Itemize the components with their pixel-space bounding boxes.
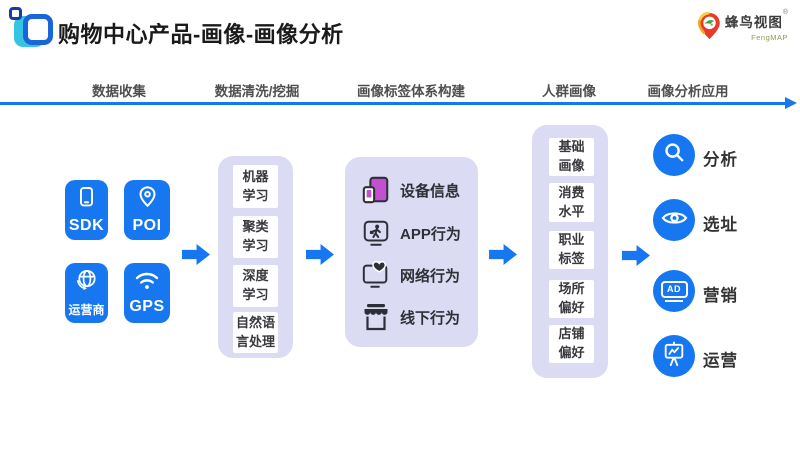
app-analysis <box>653 134 695 176</box>
profile-item: 店铺 偏好 <box>549 325 594 363</box>
tag-label: APP行为 <box>400 225 461 243</box>
logo-small-square <box>9 7 22 20</box>
timeline-arrowhead-icon <box>785 97 797 109</box>
phone-icon <box>77 186 96 214</box>
profile-item: 基础 画像 <box>549 138 594 176</box>
app-site-selection <box>653 199 695 241</box>
app-label: 营销 <box>703 287 738 305</box>
tag-label: 线下行为 <box>400 309 461 327</box>
tag-label: 设备信息 <box>400 182 461 200</box>
tag-item-offline: 线下行为 <box>361 301 460 333</box>
easel-chart-icon <box>662 341 686 372</box>
stage-data-cleaning: 数据清洗/挖掘 <box>214 84 300 99</box>
cleaning-item: 自然语 言处理 <box>233 312 278 353</box>
flow-arrow-icon <box>489 244 517 265</box>
ad-billboard-icon: AD <box>660 280 688 302</box>
tile-label: 运营商 <box>68 303 105 317</box>
stage-tag-system: 画像标签体系构建 <box>357 84 465 99</box>
app-label: 分析 <box>703 151 738 169</box>
stage-crowd-profile: 人群画像 <box>542 84 596 99</box>
cleaning-item: 深度 学习 <box>233 265 278 307</box>
tile-sdk: SDK <box>65 180 108 240</box>
ad-stand <box>665 299 683 302</box>
tile-gps: GPS <box>124 263 170 323</box>
tile-label: GPS <box>129 298 165 315</box>
ad-badge-text: AD <box>660 280 688 298</box>
panel-data-cleaning: 机器 学习 聚类 学习 深度 学习 自然语 言处理 <box>218 156 293 358</box>
profile-item: 职业 标签 <box>549 231 594 269</box>
app-label: 选址 <box>703 216 738 234</box>
stage-analysis-apps: 画像分析应用 <box>647 84 729 99</box>
brand-logo: 蜂鸟视图® FengMAP <box>697 9 788 46</box>
app-label: 运营 <box>703 352 738 370</box>
brand-name: 蜂鸟视图 <box>724 15 783 30</box>
timeline-arrow <box>0 102 787 105</box>
globe-icon <box>74 268 99 298</box>
page-title: 购物中心产品-画像-画像分析 <box>58 22 344 47</box>
flow-arrow-icon <box>306 244 334 265</box>
app-logo-icon <box>6 5 54 51</box>
tile-poi: POI <box>124 180 170 240</box>
app-marketing: AD <box>653 270 695 312</box>
panel-tag-system: 设备信息 APP行为 <box>345 157 478 347</box>
flow-arrow-icon <box>182 244 210 265</box>
magnifier-icon <box>662 140 687 170</box>
brand-registered-mark: ® <box>782 9 788 16</box>
flow-arrow-icon <box>622 245 650 266</box>
profile-item: 场所 偏好 <box>549 280 594 318</box>
wifi-icon <box>134 270 160 295</box>
tile-label: SDK <box>68 216 105 234</box>
stage-data-collection: 数据收集 <box>92 84 146 99</box>
map-pin-icon <box>137 185 158 214</box>
tag-item-device: 设备信息 <box>361 174 460 206</box>
logo-blue-square <box>23 14 53 45</box>
tag-label: 网络行为 <box>400 267 461 285</box>
app-behavior-icon <box>361 217 391 249</box>
panel-crowd-profile: 基础 画像 消费 水平 职业 标签 场所 偏好 店铺 偏好 <box>532 125 608 378</box>
tag-item-app: APP行为 <box>361 217 461 249</box>
eye-icon <box>661 209 688 232</box>
profile-item: 消费 水平 <box>549 183 594 222</box>
tile-label: POI <box>132 217 162 234</box>
cleaning-item: 聚类 学习 <box>233 216 278 258</box>
brand-latin-name: FengMAP <box>751 33 788 42</box>
tile-carrier: 运营商 <box>65 263 108 323</box>
brand-pin-icon <box>697 11 722 46</box>
cleaning-item: 机器 学习 <box>233 165 278 208</box>
app-operations <box>653 335 695 377</box>
web-behavior-icon <box>361 259 391 291</box>
tag-item-web: 网络行为 <box>361 259 460 291</box>
devices-icon <box>361 174 391 206</box>
storefront-icon <box>361 301 391 333</box>
